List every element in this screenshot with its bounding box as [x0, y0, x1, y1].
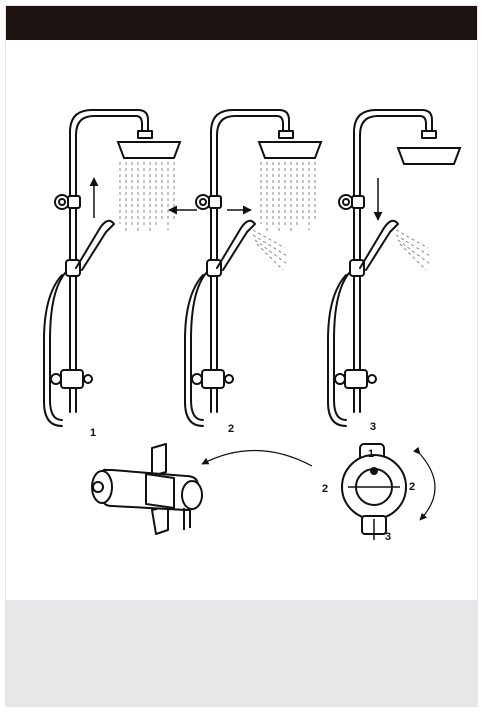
- rotation-arrow-icon: [413, 446, 436, 521]
- control-dial: [341, 443, 407, 540]
- dial-label-left: 2: [322, 483, 328, 495]
- diverter-valve-illustration: [91, 443, 203, 535]
- footer-band: [6, 600, 477, 706]
- dial-label-top: 1: [368, 448, 374, 460]
- dial-label-right: 2: [409, 481, 415, 493]
- step-label-1: 1: [90, 427, 96, 439]
- header-bar: [6, 6, 477, 40]
- shower-config-2: [168, 109, 323, 427]
- manual-page: 1 2 3: [6, 6, 477, 706]
- shower-config-3: [327, 109, 462, 427]
- step-label-3: 3: [370, 421, 376, 433]
- step-label-2: 2: [228, 423, 234, 435]
- dial-label-bottom: 3: [385, 531, 391, 543]
- curved-arrow-icon: [201, 449, 313, 467]
- shower-diverter-diagram: 1 2 3: [6, 40, 477, 600]
- shower-config-1: [43, 109, 182, 427]
